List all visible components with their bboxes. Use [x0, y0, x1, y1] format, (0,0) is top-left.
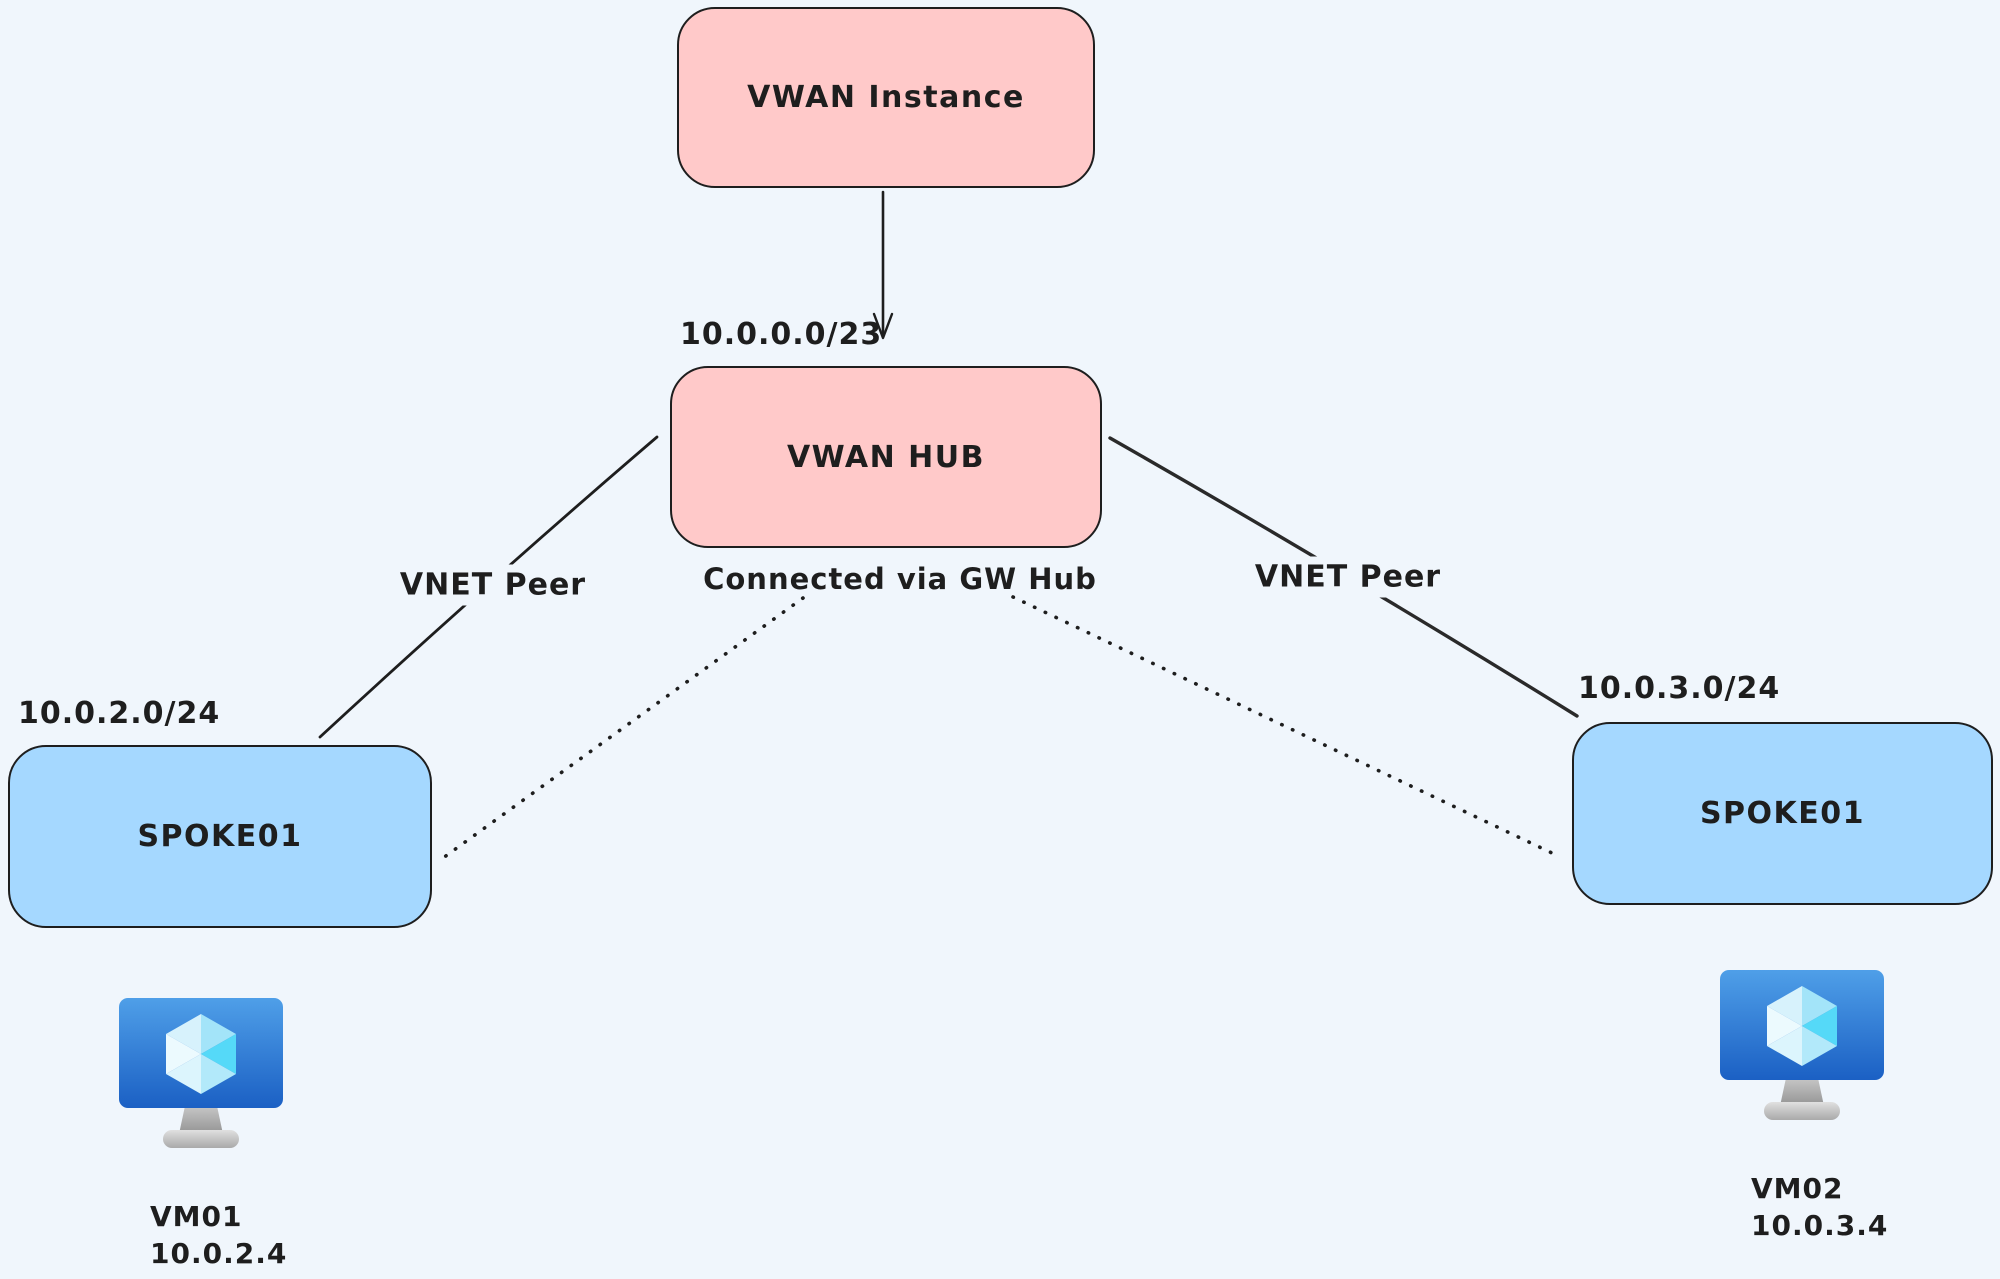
vm02-name: VM02: [1751, 1172, 1844, 1205]
azure-vm-icon: [1720, 970, 1884, 1120]
vm01-group: VM01 10.0.2.4: [119, 998, 287, 1272]
node-spoke-left: SPOKE01: [8, 745, 432, 928]
node-vwan-hub: VWAN HUB: [670, 366, 1102, 548]
edge-gw-dotted-right: [1011, 595, 1554, 855]
edge-instance-to-hub-arrow: [872, 190, 894, 340]
node-spoke-left-label: SPOKE01: [137, 819, 303, 854]
node-vwan-hub-label: VWAN HUB: [786, 439, 986, 475]
node-vwan-instance: VWAN Instance: [677, 7, 1095, 188]
node-spoke-right: SPOKE01: [1572, 722, 1993, 905]
azure-vm-icon: [119, 998, 283, 1148]
vm-cube-glyph: [1767, 986, 1837, 1066]
edge-gw-dotted-left: [441, 596, 805, 860]
node-vwan-instance-label: VWAN Instance: [747, 80, 1025, 115]
vm01-ip: 10.0.2.4: [150, 1237, 288, 1270]
node-spoke-right-label: SPOKE01: [1699, 796, 1866, 831]
cidr-label-spoke-left: 10.0.2.0/24: [18, 696, 221, 731]
edge-label-gw-hub-connection: Connected via GW Hub: [703, 562, 1097, 596]
edge-label-vnet-peer-left: VNET Peer: [389, 564, 597, 606]
vm-cube-glyph: [166, 1014, 236, 1094]
vm02-group: VM02 10.0.3.4: [1720, 970, 1888, 1244]
cidr-label-spoke-right: 10.0.3.0/24: [1578, 671, 1781, 706]
cidr-label-hub: 10.0.0.0/23: [680, 317, 883, 352]
vm02-ip: 10.0.3.4: [1751, 1209, 1889, 1242]
vm01-name: VM01: [150, 1200, 243, 1233]
edge-label-vnet-peer-right: VNET Peer: [1244, 556, 1452, 598]
